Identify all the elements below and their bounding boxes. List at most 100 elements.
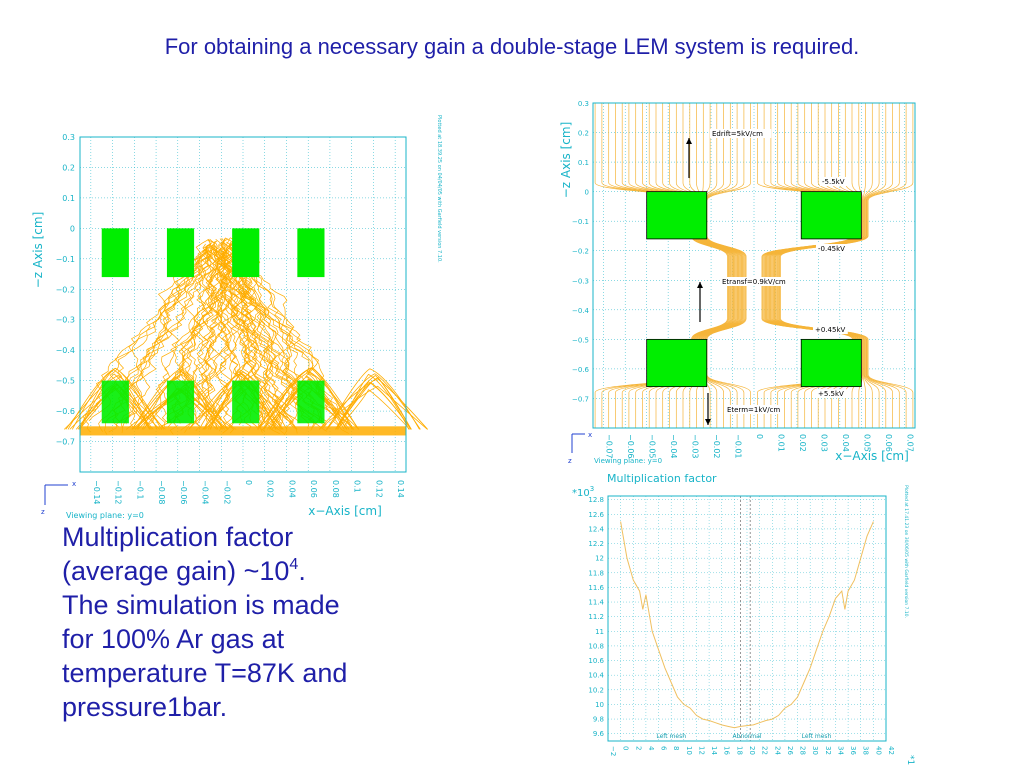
lower-electrode bbox=[297, 380, 325, 424]
avalanche-mound bbox=[65, 375, 165, 430]
avalanche-mound bbox=[319, 385, 428, 430]
x-tick-label: −0.02 bbox=[712, 434, 721, 459]
x-tick-label: 0.04 bbox=[841, 434, 850, 452]
avalanche-mound bbox=[131, 373, 229, 430]
x-tick-label: 0 bbox=[622, 746, 630, 750]
y-tick-label: 0.2 bbox=[578, 130, 589, 138]
x-tick-label: 0.01 bbox=[776, 434, 785, 452]
field-electrodes bbox=[646, 191, 862, 388]
annotation-bg bbox=[725, 405, 782, 414]
avalanche-frame bbox=[79, 136, 407, 473]
x-tick-label: −0.12 bbox=[114, 480, 123, 505]
y-tick-label: 12.4 bbox=[588, 525, 604, 533]
electron-track bbox=[208, 239, 301, 424]
avalanche-electrodes bbox=[101, 228, 325, 424]
y-tick-label: −0.4 bbox=[572, 307, 590, 315]
y-tick-label: −0.5 bbox=[572, 336, 589, 344]
electron-track bbox=[82, 249, 207, 433]
y-tick-label: 11.8 bbox=[588, 569, 604, 577]
y-tick-label: −0.6 bbox=[56, 407, 75, 416]
field-annotation: Eterm=1kV/cm bbox=[727, 406, 780, 414]
x-tick-label: 30 bbox=[811, 746, 819, 755]
avalanche-mound bbox=[326, 373, 421, 430]
avalanche-axis-corner: x z bbox=[41, 480, 76, 516]
field-annotation: -5.5kV bbox=[822, 178, 845, 186]
x-tick-label: 28 bbox=[799, 746, 807, 755]
y-tick-label: 10.6 bbox=[588, 657, 604, 665]
avalanche-mound bbox=[268, 378, 348, 430]
x-tick-label: 4 bbox=[647, 746, 655, 751]
mult-frame bbox=[607, 495, 887, 742]
corner-z-label: z bbox=[568, 457, 572, 465]
field-annotation: -0.45kV bbox=[818, 245, 845, 253]
body-line: (average gain) ~104. bbox=[62, 556, 306, 586]
x-tick-label: 8 bbox=[672, 746, 680, 750]
x-tick-label: 2 bbox=[634, 746, 642, 750]
x-tick-label: −0.06 bbox=[179, 480, 188, 505]
x-tick-label: −0.02 bbox=[222, 480, 231, 505]
x-tick-label: 0.02 bbox=[266, 480, 275, 498]
y-tick-label: 10.8 bbox=[588, 642, 604, 650]
mult-series bbox=[620, 521, 874, 729]
x-tick-label: 24 bbox=[773, 746, 781, 755]
avalanche-mound bbox=[78, 369, 151, 430]
x-tick-label: 0 bbox=[244, 480, 253, 485]
y-tick-label: 9.8 bbox=[593, 716, 604, 724]
y-tick-label: 12.8 bbox=[588, 496, 604, 504]
upper-electrode bbox=[297, 228, 325, 278]
annotation-bg bbox=[720, 277, 795, 286]
x-tick-label: 10 bbox=[685, 746, 693, 755]
y-tick-label: −0.7 bbox=[56, 438, 75, 447]
x-tick-label: 32 bbox=[824, 746, 832, 755]
avalanche-mound bbox=[337, 373, 410, 430]
y-tick-label: 0.1 bbox=[62, 194, 75, 203]
body-line: Multiplication factor bbox=[62, 522, 294, 552]
y-tick-label: 12 bbox=[595, 555, 604, 563]
x-tick-label: 34 bbox=[836, 746, 844, 755]
y-tick-label: −0.2 bbox=[572, 248, 589, 256]
y-tick-label: 11.2 bbox=[588, 613, 604, 621]
mult-y-multiplier: *103 bbox=[572, 485, 594, 499]
region-label: Abnormal bbox=[733, 733, 762, 740]
upper-electrode bbox=[232, 228, 260, 278]
x-tick-label: 0.06 bbox=[884, 434, 893, 452]
mult-line bbox=[620, 521, 874, 729]
avalanche-mound bbox=[262, 367, 354, 430]
region-label: Left mesh bbox=[802, 733, 832, 740]
field-arrow-head bbox=[686, 138, 692, 144]
y-tick-label: −0.1 bbox=[56, 255, 75, 264]
mult-grid bbox=[607, 496, 887, 741]
field-annotations: Edrift=5kV/cm -5.5kV -0.45kV Etransf=0.9kV/… bbox=[686, 129, 851, 425]
x-tick-label: 16 bbox=[723, 746, 731, 755]
electron-track bbox=[193, 243, 220, 428]
electron-track bbox=[155, 239, 240, 423]
avalanche-mound bbox=[257, 367, 359, 430]
field-arrow-head bbox=[705, 419, 711, 425]
field-x-label: x−Axis [cm] bbox=[835, 449, 909, 463]
annotation-bg bbox=[710, 129, 772, 138]
field-arrow-head bbox=[697, 282, 703, 288]
upper-lem-electrode bbox=[646, 191, 708, 240]
avalanche-mound bbox=[257, 371, 360, 430]
y-tick-label: 0 bbox=[585, 189, 589, 197]
x-tick-label: 40 bbox=[874, 746, 882, 755]
field-y-label: −z Axis [cm] bbox=[559, 122, 573, 199]
y-tick-label: −0.4 bbox=[56, 346, 75, 355]
x-tick-label: 0.1 bbox=[353, 480, 362, 493]
field-annotation: Etransf=0.9kV/cm bbox=[722, 278, 786, 286]
x-tick-label: 36 bbox=[849, 746, 857, 755]
field-annotation: Edrift=5kV/cm bbox=[712, 130, 763, 138]
field-annotation: +0.45kV bbox=[815, 326, 846, 334]
x-tick-label: −0.04 bbox=[201, 480, 210, 505]
x-tick-label: −0.03 bbox=[691, 434, 700, 459]
y-tick-label: 12.6 bbox=[588, 511, 604, 519]
electron-track bbox=[197, 240, 220, 424]
x-tick-label: 0.12 bbox=[374, 480, 383, 498]
x-tick-label: 0.04 bbox=[287, 480, 296, 498]
avalanche-base bbox=[80, 426, 406, 436]
avalanche-mound bbox=[203, 377, 283, 430]
y-tick-label: 10.4 bbox=[588, 672, 604, 680]
